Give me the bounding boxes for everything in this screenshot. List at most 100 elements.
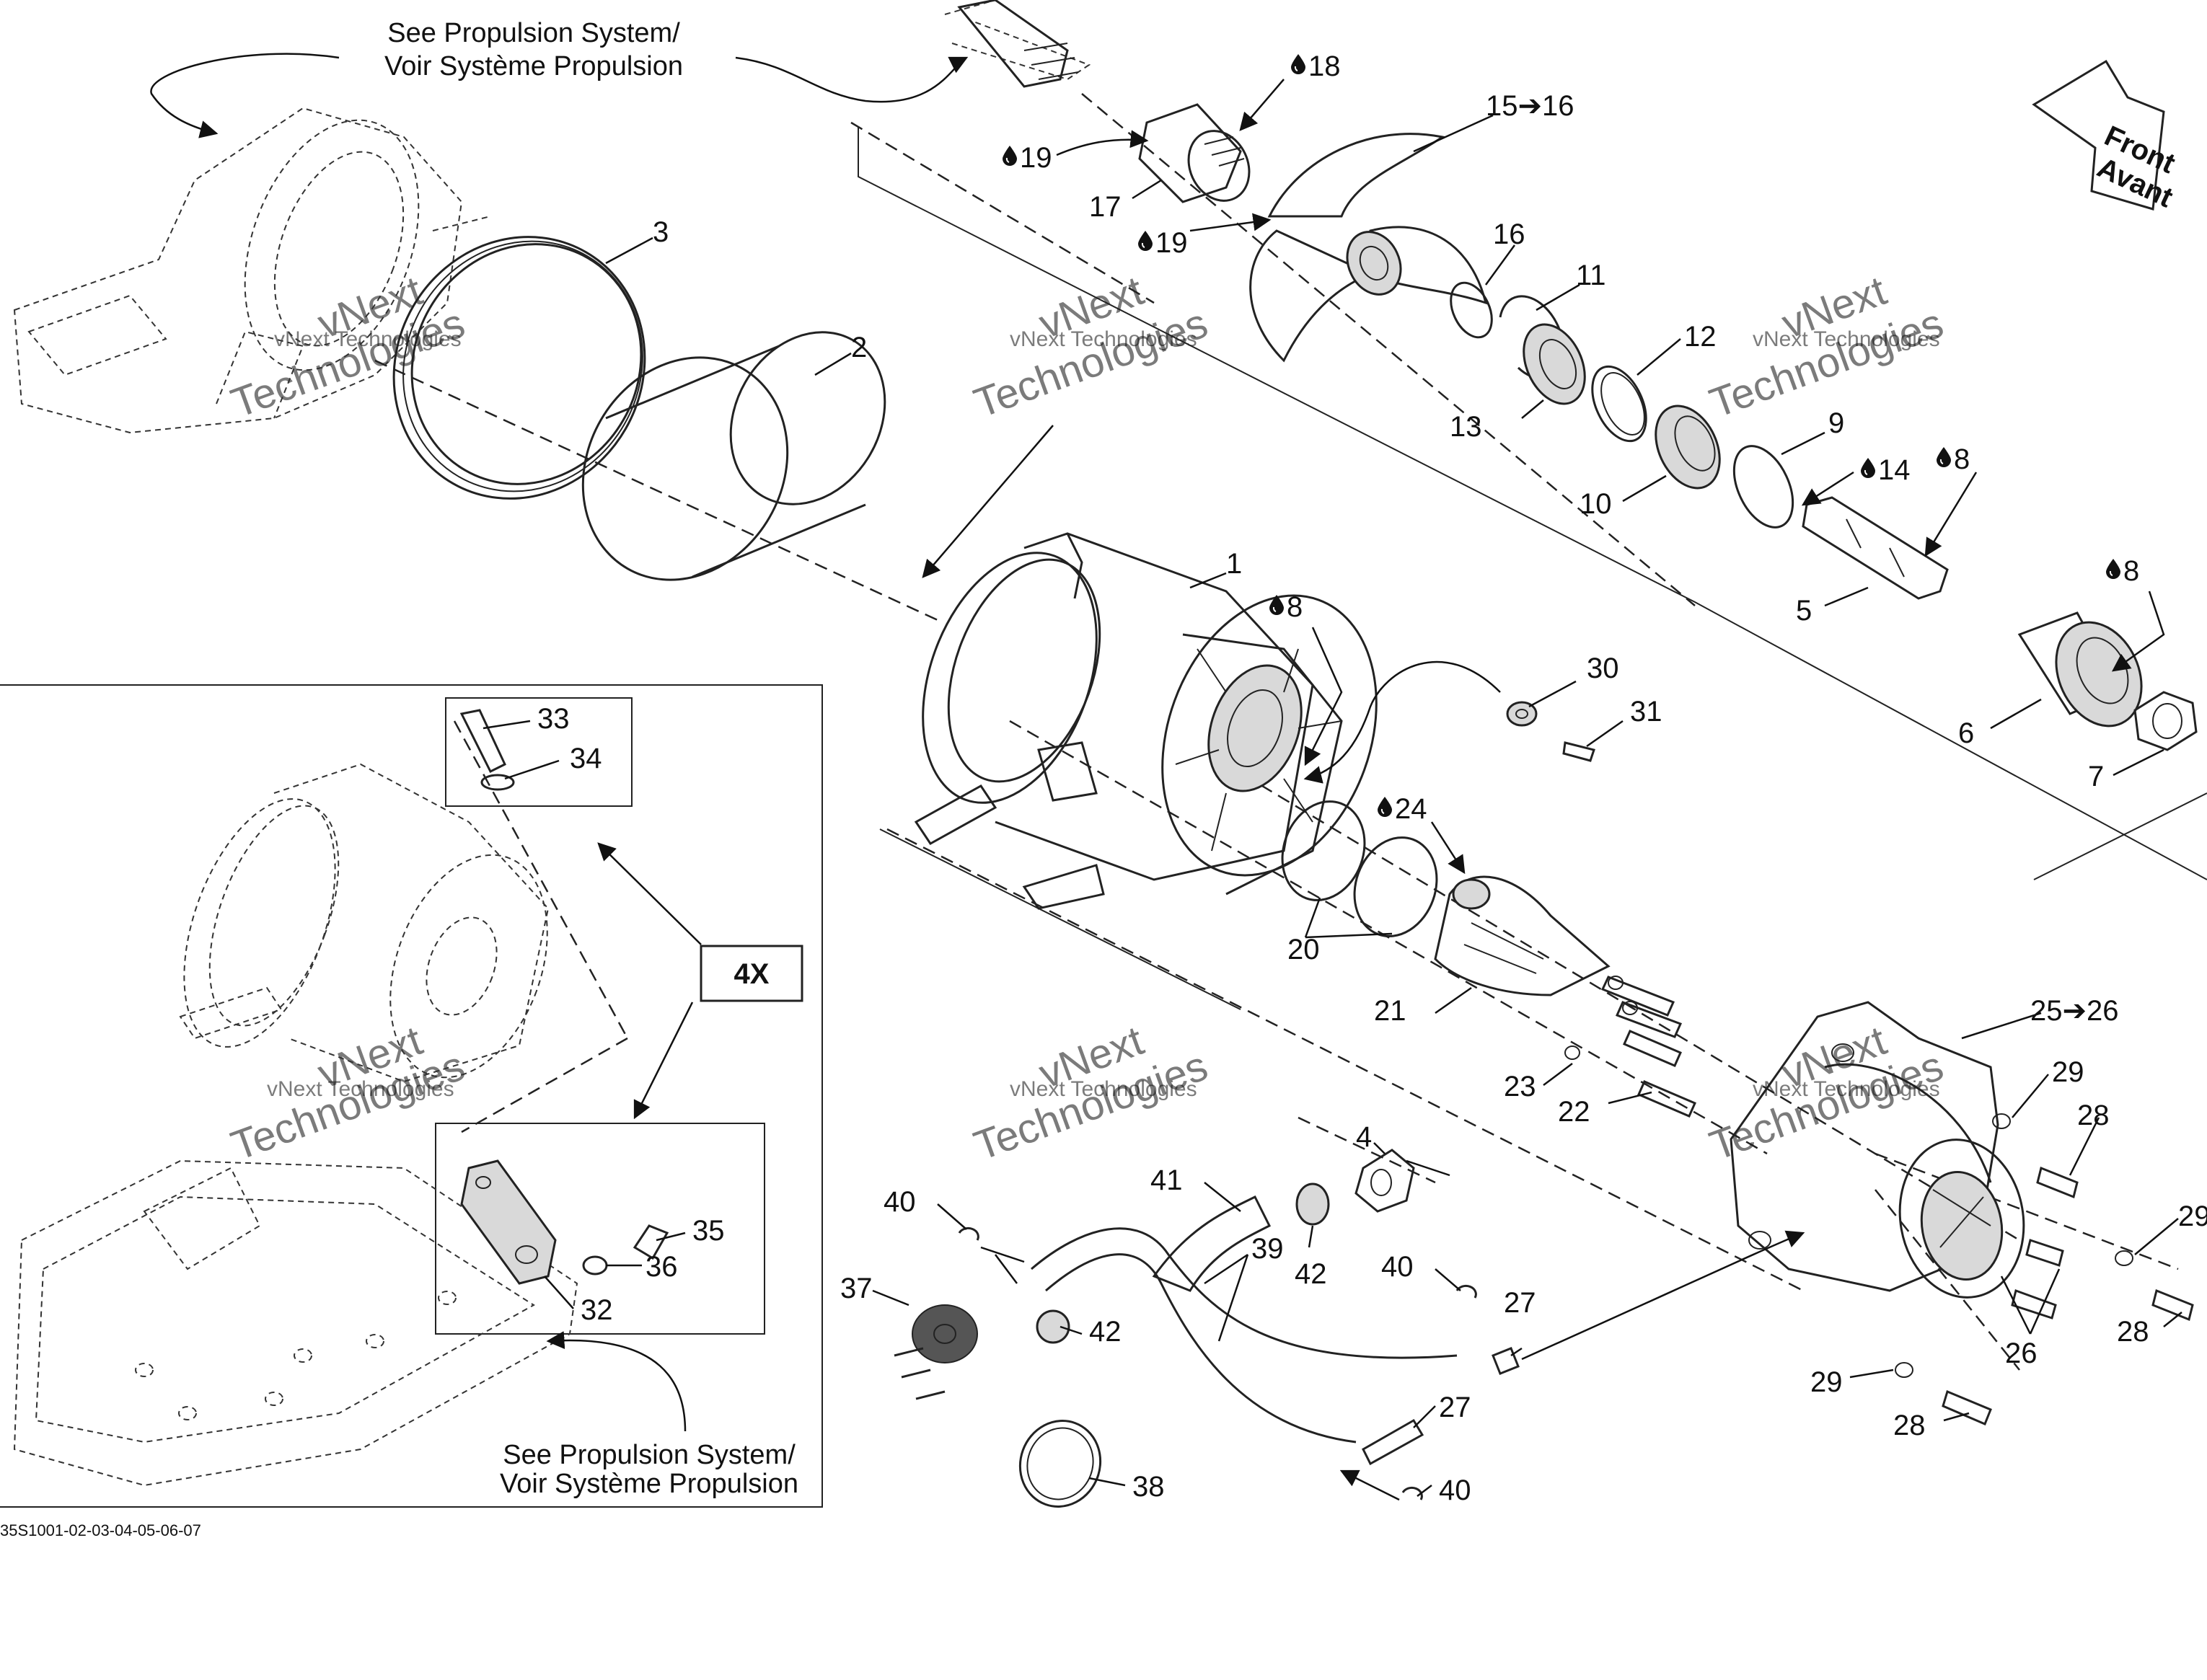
- callout-c6: 6: [1958, 717, 1974, 749]
- callout-label: 12: [1684, 321, 1717, 353]
- svg-text:See Propulsion System/: See Propulsion System/: [387, 18, 680, 48]
- callout-label: 3: [653, 216, 669, 248]
- callout-label: 11: [1576, 260, 1606, 291]
- svg-text:vNext Technologies: vNext Technologies: [1010, 1077, 1197, 1101]
- callout-c36: 36: [646, 1251, 678, 1283]
- part-41-hose: [1152, 1195, 1272, 1292]
- callout-label: 9: [1828, 407, 1844, 439]
- callout-label: 14: [1878, 454, 1911, 486]
- callout-c40c: 40: [1439, 1475, 1471, 1506]
- part-3-wear-ring: [392, 236, 646, 500]
- part-9-o-ring: [1732, 445, 1794, 529]
- callout-leader-lines: [483, 79, 2182, 1501]
- callout-label: 23: [1504, 1071, 1536, 1102]
- callout-label: 40: [1381, 1251, 1414, 1283]
- see-propulsion-note-bottom: See Propulsion System/ Voir Système Prop…: [500, 1331, 798, 1499]
- callout-label: 10: [1580, 488, 1612, 520]
- callout-c23: 23: [1504, 1071, 1536, 1102]
- callout-c38: 38: [1132, 1471, 1165, 1503]
- callout-c1: 1: [1226, 548, 1242, 580]
- part-5-shaft: [1802, 496, 1949, 600]
- part-40-clips: [958, 1226, 1477, 1500]
- callout-label: 40: [1439, 1475, 1471, 1506]
- frame-lines: [858, 126, 2207, 1010]
- part-27-fittings: [1362, 1347, 1520, 1466]
- callout-label: 16: [1493, 218, 1525, 250]
- callout-label: 34: [570, 743, 602, 774]
- callout-c2: 2: [851, 332, 867, 363]
- callout-c30: 30: [1587, 653, 1619, 684]
- part-17-sleeve: [1138, 103, 1251, 203]
- part-36-washer: [582, 1255, 608, 1276]
- callout-label: 40: [884, 1186, 916, 1218]
- callout-label: 41: [1150, 1164, 1183, 1196]
- callout-c29b: 29: [2178, 1201, 2207, 1232]
- callout-c12: 12: [1684, 321, 1717, 353]
- callout-c28b: 28: [2117, 1316, 2149, 1348]
- callout-label: 35: [692, 1215, 725, 1247]
- part-13-seal: [1523, 323, 1586, 405]
- callout-label: 27: [1504, 1287, 1536, 1319]
- callout-label: 26: [2005, 1338, 2038, 1369]
- callout-c35: 35: [692, 1215, 725, 1247]
- callout-c42a: 42: [1295, 1258, 1327, 1290]
- callout-label: 24: [1395, 793, 1427, 825]
- lubricant-drop-icon: [1378, 797, 1392, 817]
- callout-label: 8: [1954, 443, 1970, 475]
- callout-c20: 20: [1287, 934, 1320, 965]
- svg-text:vNext Technologies: vNext Technologies: [274, 327, 462, 351]
- callout-label: 19: [1155, 227, 1188, 259]
- callout-label: 18: [1308, 50, 1341, 82]
- callout-label: 42: [1089, 1316, 1122, 1348]
- callout-label: 4: [1356, 1121, 1372, 1153]
- quantity-label: 4X: [734, 958, 770, 990]
- front-direction-arrow: Front Avant: [2032, 59, 2180, 213]
- callout-c27b: 27: [1439, 1392, 1471, 1423]
- callout-label: 5: [1796, 595, 1812, 627]
- callout-c19b: 19: [1138, 227, 1188, 259]
- callout-c22: 22: [1558, 1096, 1590, 1128]
- callout-label: 15➔16: [1486, 90, 1574, 122]
- callout-c18: 18: [1291, 50, 1341, 82]
- callout-c40a: 40: [884, 1186, 916, 1218]
- callout-label: 38: [1132, 1471, 1165, 1503]
- callout-label: 31: [1630, 696, 1662, 728]
- callout-label: 39: [1251, 1233, 1284, 1265]
- callout-label: 8: [2123, 555, 2139, 587]
- callout-label: 7: [2088, 761, 2104, 792]
- callout-c24: 24: [1378, 793, 1427, 825]
- callout-c41: 41: [1150, 1164, 1183, 1196]
- callout-c15: 15➔16: [1486, 90, 1574, 122]
- callout-c7: 7: [2088, 761, 2104, 792]
- callout-label: 28: [2117, 1316, 2149, 1348]
- callout-label: 33: [537, 703, 570, 735]
- callout-c27a: 27: [1504, 1287, 1536, 1319]
- callout-c29a: 29: [2052, 1056, 2084, 1088]
- svg-text:vNext Technologies: vNext Technologies: [1753, 327, 1940, 351]
- svg-text:See Propulsion System/: See Propulsion System/: [503, 1440, 796, 1470]
- callout-c21: 21: [1374, 995, 1406, 1027]
- part-29-washers: [1895, 1113, 2133, 1378]
- callout-label: 6: [1958, 717, 1974, 749]
- callout-label: 20: [1287, 934, 1320, 965]
- part-12-ring: [1591, 365, 1647, 443]
- callout-c10: 10: [1580, 488, 1612, 520]
- lubricant-drop-icon: [2106, 559, 2120, 579]
- part-28-bolts: [1942, 1166, 2194, 1425]
- callout-c9: 9: [1828, 407, 1844, 439]
- svg-text:Voir Système Propulsion: Voir Système Propulsion: [384, 51, 683, 81]
- callout-label: 29: [1810, 1366, 1843, 1398]
- callout-c39: 39: [1251, 1233, 1284, 1265]
- part-16-o-ring: [1450, 281, 1493, 339]
- callout-c14: 14: [1861, 454, 1911, 486]
- callout-label: 8: [1287, 591, 1303, 623]
- callout-c40b: 40: [1381, 1251, 1414, 1283]
- callout-label: 28: [1893, 1410, 1926, 1441]
- part-39-hoses: [1031, 1227, 1458, 1444]
- inset-hull-ghost: [13, 1159, 578, 1487]
- callout-c8b: 8: [2106, 555, 2139, 587]
- watermark-top-right: vNext Technologies vNext Technologies: [1704, 267, 1949, 427]
- callout-label: 36: [646, 1251, 678, 1283]
